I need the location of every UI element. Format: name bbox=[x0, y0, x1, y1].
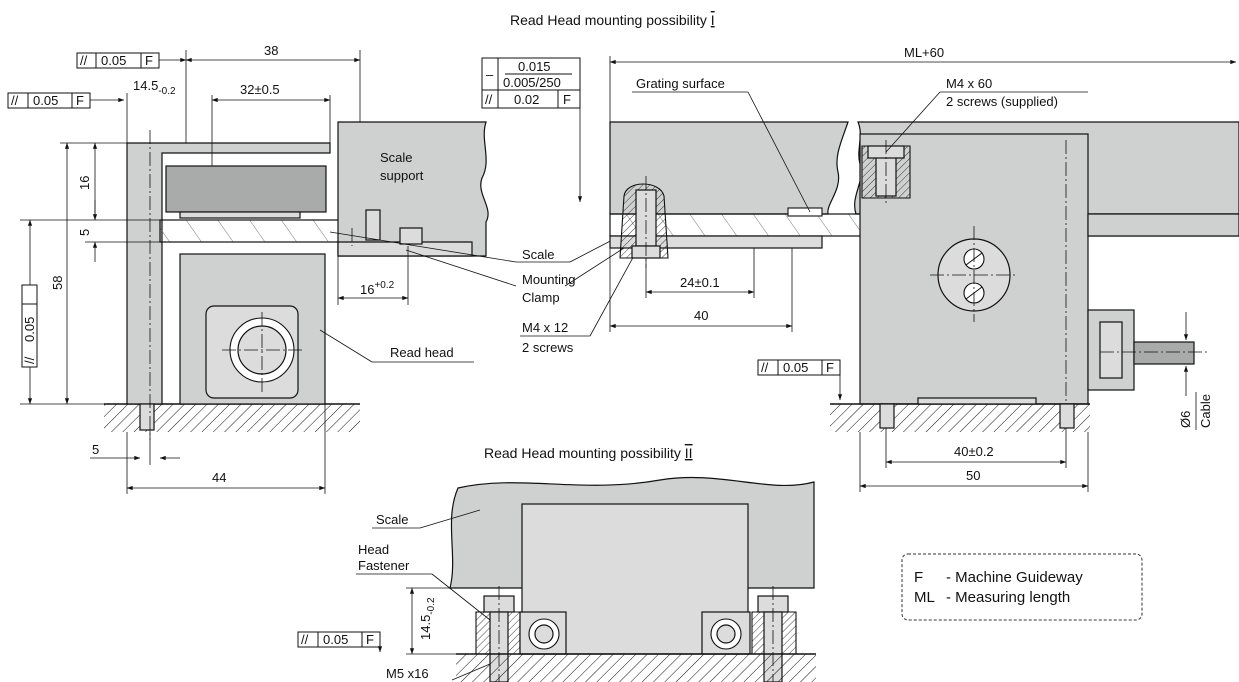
tol-box-flatness: – 0.015 0.005/250 // 0.02 F bbox=[481, 57, 583, 203]
tol-box-top: // 0.05 F bbox=[76, 52, 187, 69]
grating-surface-label: Grating surface bbox=[636, 76, 725, 91]
svg-text:0.015: 0.015 bbox=[518, 59, 551, 74]
svg-text:0.005/250: 0.005/250 bbox=[503, 75, 561, 90]
title-possibility-2: Read Head mounting possibility II bbox=[484, 445, 693, 461]
fastener-label: Fastener bbox=[358, 558, 410, 573]
clamp-label: Clamp bbox=[522, 290, 560, 305]
dim-ml60: ML+60 bbox=[904, 45, 944, 60]
svg-text://: // bbox=[485, 92, 493, 107]
svg-text:–: – bbox=[486, 67, 494, 82]
tol-box-ii: // 0.05 F bbox=[297, 631, 383, 653]
dim-38: 38 bbox=[264, 43, 278, 58]
scale-support-label-2: support bbox=[380, 168, 424, 183]
dim-32: 32±0.5 bbox=[240, 82, 280, 97]
svg-text://: // bbox=[761, 360, 769, 375]
scale-support-label: Scale bbox=[380, 150, 413, 165]
m4x60-label: M4 x 60 bbox=[946, 76, 992, 91]
scale-label: Scale bbox=[522, 247, 555, 262]
svg-text:F: F bbox=[826, 360, 834, 375]
cable-label: Cable bbox=[1198, 394, 1213, 428]
legend-f-desc: - Machine Guideway bbox=[946, 569, 1083, 586]
machine-guideway-right bbox=[830, 404, 1090, 432]
svg-text://: // bbox=[22, 356, 37, 364]
svg-text://: // bbox=[80, 53, 88, 68]
svg-text:0.02: 0.02 bbox=[514, 92, 539, 107]
scale-ii-label: Scale bbox=[376, 512, 409, 527]
left-section-view: Scale support // 0.05 F // 0.05 F // bbox=[7, 43, 489, 494]
legend-box: F - Machine Guideway ML - Measuring leng… bbox=[901, 553, 1143, 621]
svg-text:0.05: 0.05 bbox=[33, 93, 58, 108]
tol-box-vertical: // 0.05 bbox=[21, 284, 38, 368]
mounting-label: Mounting bbox=[522, 272, 575, 287]
dim-50: 50 bbox=[966, 468, 980, 483]
dim-40-02: 40±0.2 bbox=[954, 444, 994, 459]
title-possibility-1: Read Head mounting possibility I bbox=[510, 12, 715, 28]
svg-text:0.05: 0.05 bbox=[22, 317, 37, 342]
bottom-view-possibility-2: Scale Head Fastener // 0.05 F 14.5-0.2 M… bbox=[297, 476, 816, 682]
svg-text:F: F bbox=[366, 632, 374, 647]
tol-box-mid: // 0.05 F bbox=[7, 92, 125, 109]
svg-text://: // bbox=[11, 93, 19, 108]
legend-f-key: F bbox=[914, 569, 923, 586]
screws-supplied-label: 2 screws (supplied) bbox=[946, 94, 1058, 109]
head-label: Head bbox=[358, 542, 389, 557]
dim-44: 44 bbox=[212, 470, 226, 485]
dim-14-5: 14.5-0.2 bbox=[133, 78, 176, 97]
m4x12-label: M4 x 12 bbox=[522, 320, 568, 335]
svg-text:F: F bbox=[76, 93, 84, 108]
dim-24: 24±0.1 bbox=[680, 275, 720, 290]
scanning-carriage bbox=[165, 165, 327, 213]
dim-diameter-6: Ø6 bbox=[1178, 411, 1193, 428]
svg-text:F: F bbox=[563, 92, 571, 107]
dim-16: 16 bbox=[77, 176, 92, 190]
dim-58: 58 bbox=[50, 276, 65, 290]
two-screws-label: 2 screws bbox=[522, 340, 574, 355]
dim-40: 40 bbox=[694, 308, 708, 323]
svg-text:0.05: 0.05 bbox=[783, 360, 808, 375]
read-head-label: Read head bbox=[390, 345, 454, 360]
svg-text:0.05: 0.05 bbox=[101, 53, 126, 68]
dim-14-5-ii: 14.5-0.2 bbox=[418, 597, 437, 640]
legend-ml-key: ML bbox=[914, 589, 935, 606]
svg-text:0.05: 0.05 bbox=[323, 632, 348, 647]
legend-ml-desc: - Measuring length bbox=[946, 589, 1070, 606]
dim-5-vertical: 5 bbox=[77, 229, 92, 236]
right-side-view: Grating surface ML+60 M4 x 60 2 screws (… bbox=[609, 45, 1239, 492]
tol-box-right: // 0.05 F bbox=[757, 359, 843, 401]
svg-text://: // bbox=[301, 632, 309, 647]
middle-callouts: – 0.015 0.005/250 // 0.02 F Scale Mounti… bbox=[329, 57, 637, 355]
dim-5-horizontal: 5 bbox=[92, 442, 99, 457]
svg-text:F: F bbox=[145, 53, 153, 68]
m5x16-label: M5 x16 bbox=[386, 666, 429, 681]
dim-16-clamp: 16+0.2 bbox=[360, 280, 395, 297]
glass-scale-left bbox=[159, 219, 361, 243]
cable bbox=[1133, 341, 1195, 365]
